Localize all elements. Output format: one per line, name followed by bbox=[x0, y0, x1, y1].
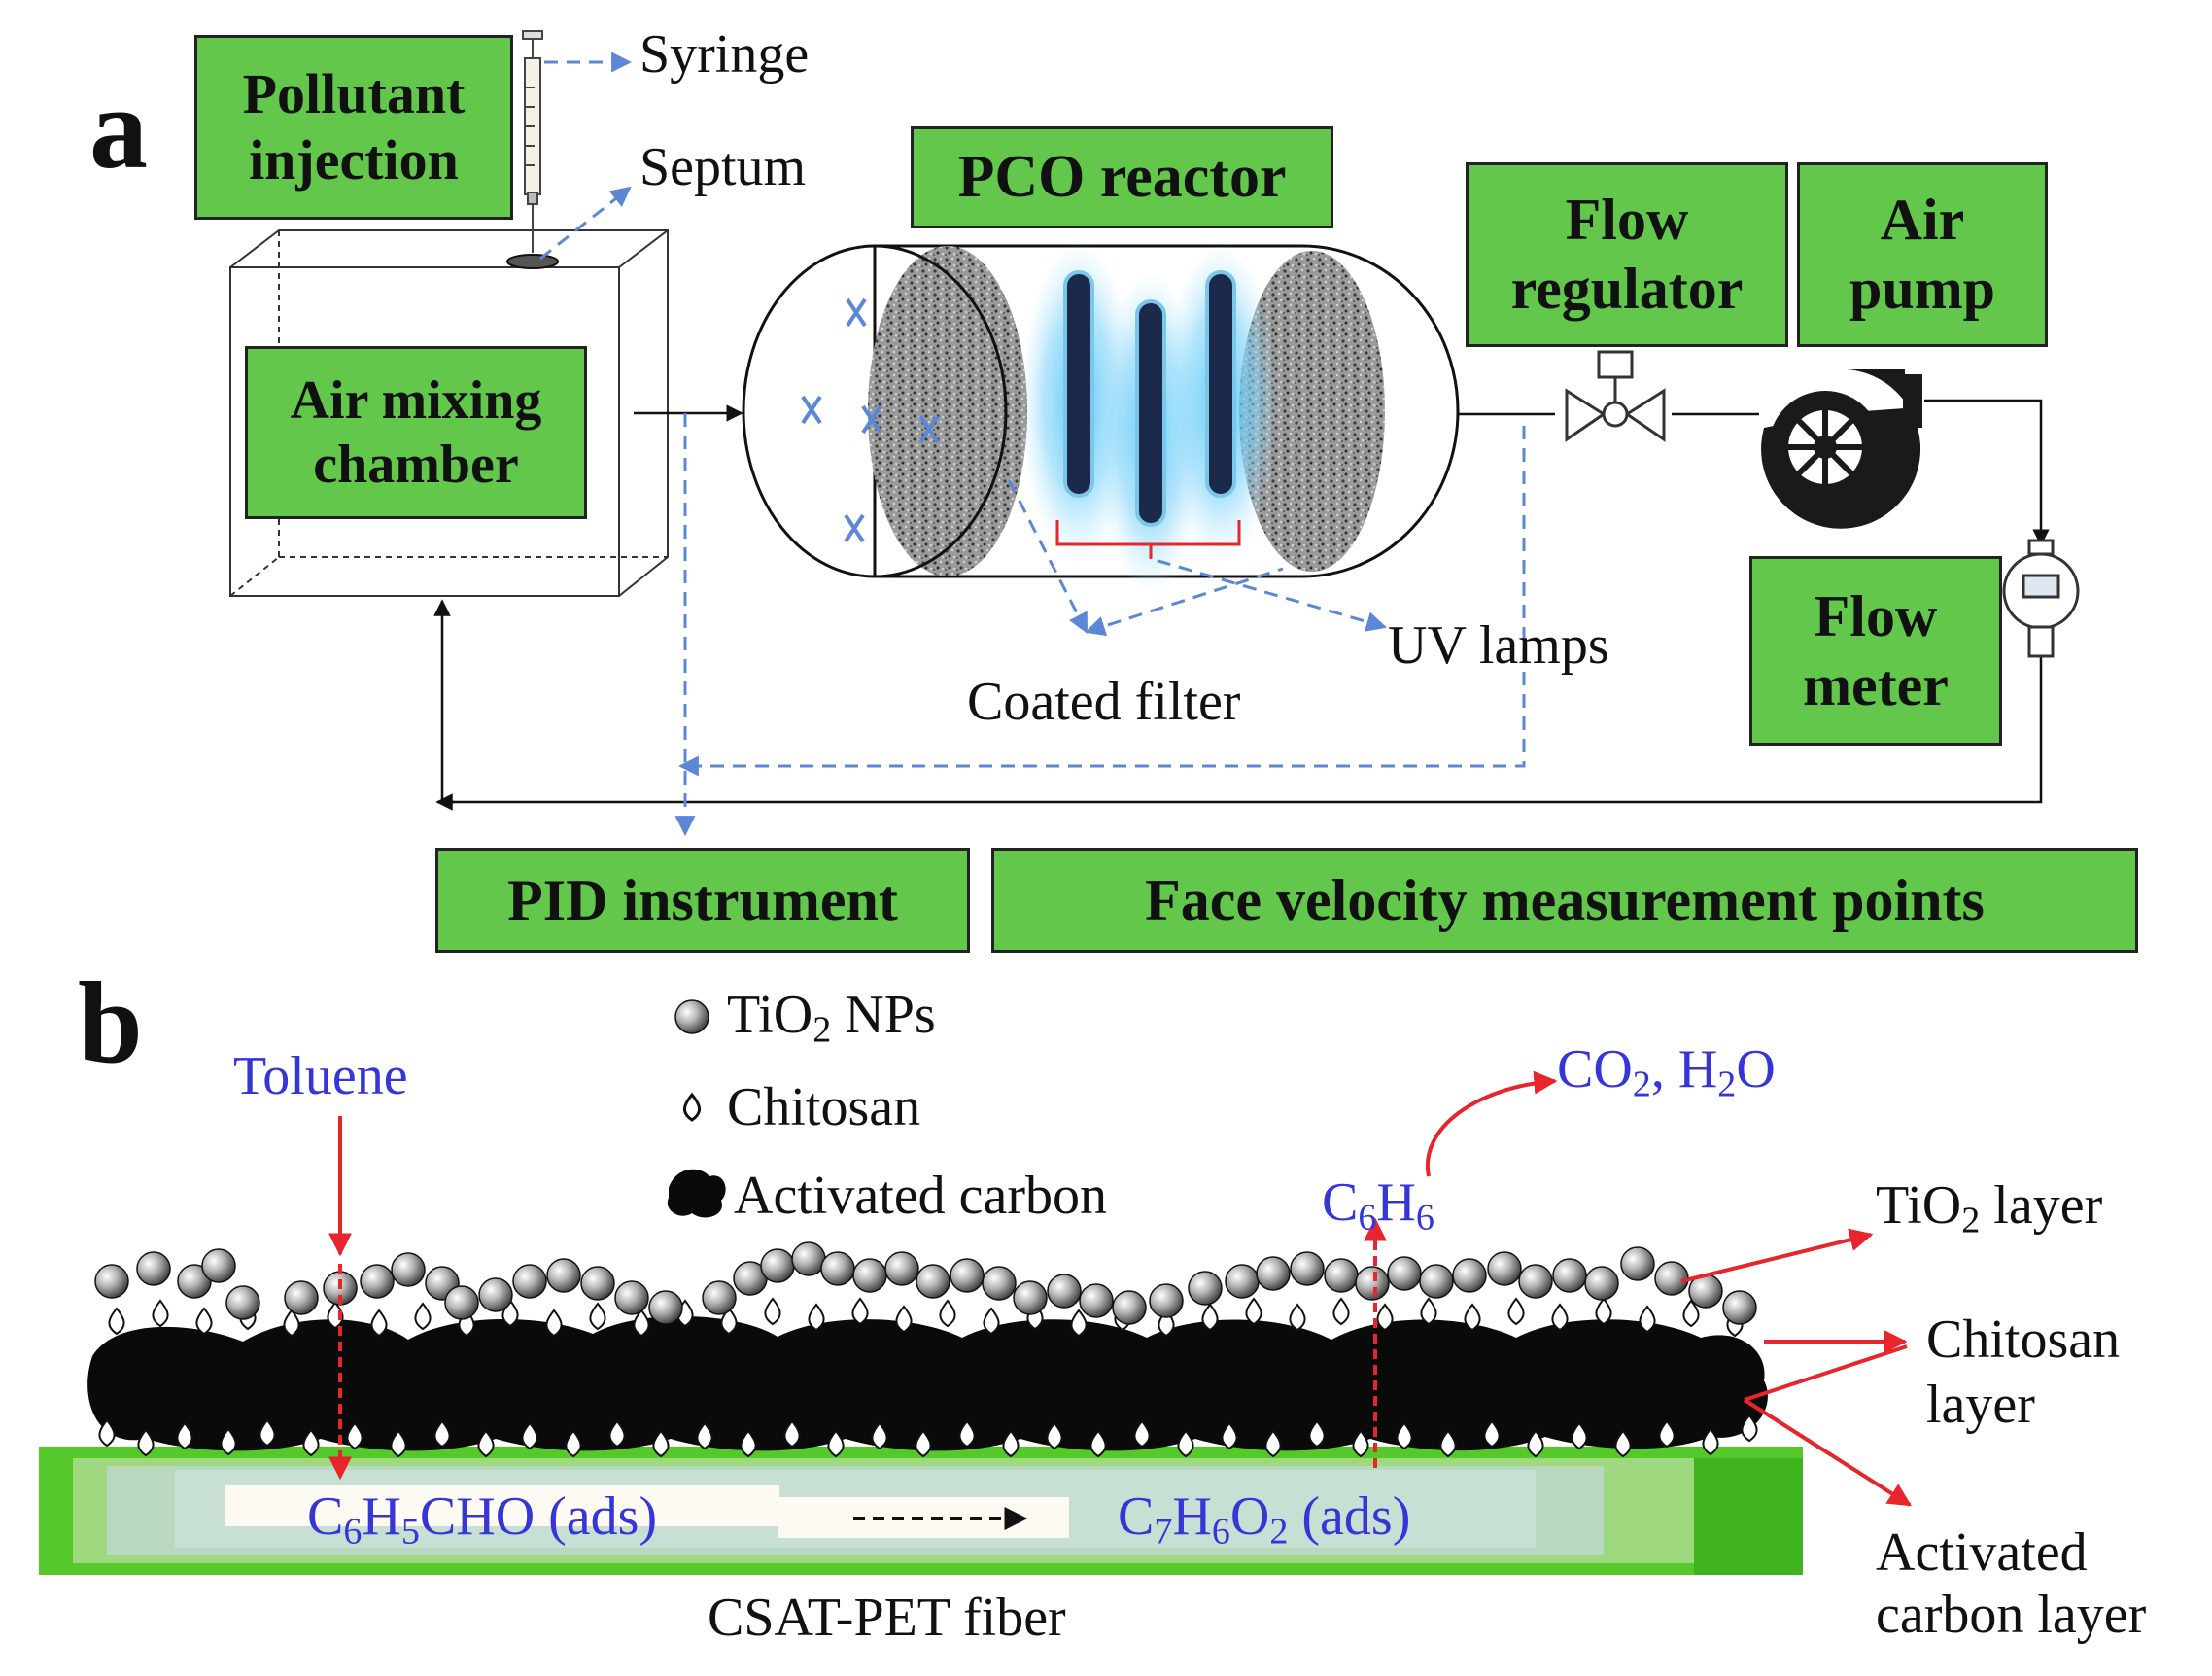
syringe-shape bbox=[522, 30, 543, 253]
legend-activated-carbon-label: Activated carbon bbox=[734, 1166, 1108, 1226]
legend-tio2-label: TiO2 NPs bbox=[727, 985, 936, 1051]
fiber-label: CSAT-PET fiber bbox=[708, 1588, 1066, 1648]
chitosan-layer-label: Chitosan layer bbox=[1926, 1309, 2121, 1436]
panel-label-b: b bbox=[78, 958, 143, 1087]
uv-lamps-callout: UV lamps bbox=[1388, 615, 1609, 676]
face-velocity-label: Face velocity measurement points bbox=[991, 848, 2138, 953]
flow-meter-shape bbox=[2002, 539, 2080, 658]
benzoic-acid-label: C7H6O2 (ads) bbox=[1118, 1486, 1411, 1553]
pco-reactor-label: PCO reactor bbox=[911, 126, 1333, 228]
legend-chitosan-label: Chitosan bbox=[727, 1077, 921, 1137]
coated-filter-callout: Coated filter bbox=[967, 672, 1241, 732]
tio2-legend-icon bbox=[674, 999, 709, 1034]
reaction-arrows bbox=[328, 1070, 1913, 1507]
syringe-callout: Syringe bbox=[639, 24, 810, 85]
tio2-nanoparticles bbox=[94, 1241, 1757, 1325]
tio2-layer-label: TiO2 layer bbox=[1876, 1175, 2103, 1241]
flow-lines bbox=[433, 399, 2050, 811]
toluene-label: Toluene bbox=[233, 1046, 408, 1106]
dashed-sampling-lines bbox=[539, 52, 1526, 837]
benzaldehyde-label: C6H5CHO (ads) bbox=[307, 1486, 658, 1553]
flow-regulator-valve bbox=[1565, 350, 1666, 442]
activated-carbon-layer-label: Activated carbon layer bbox=[1876, 1522, 2147, 1646]
measurement-point-markers bbox=[801, 297, 940, 543]
activated-carbon-layer-shape bbox=[87, 1315, 1768, 1451]
pid-instrument-label: PID instrument bbox=[435, 848, 970, 953]
benzene-label: C6H6 bbox=[1322, 1172, 1434, 1239]
co2-h2o-label: CO2, H2O bbox=[1557, 1039, 1776, 1105]
csat-pet-fiber bbox=[39, 1447, 1803, 1575]
septum-callout: Septum bbox=[639, 137, 807, 197]
chitosan-legend-icon bbox=[683, 1092, 701, 1122]
pco-reactor-cylinder bbox=[742, 243, 1460, 593]
air-pump-shape bbox=[1761, 369, 1922, 529]
septum-shape bbox=[506, 254, 559, 269]
panel-label-a: a bbox=[89, 63, 148, 192]
activated-carbon-legend-icon bbox=[667, 1169, 726, 1218]
